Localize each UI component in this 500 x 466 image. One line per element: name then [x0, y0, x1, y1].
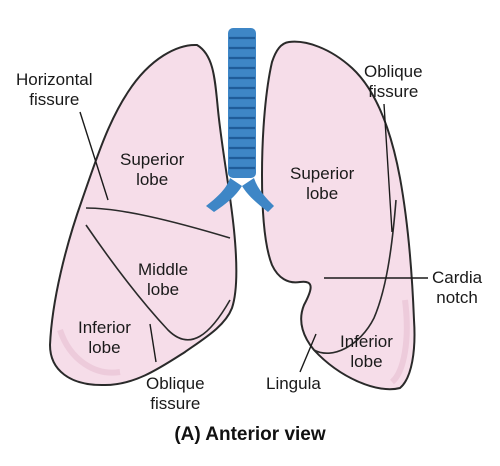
label-right-oblique-fissure-line1: Oblique	[146, 374, 205, 393]
label-cardiac-notch-line1: Cardia	[432, 268, 483, 287]
label-right-inferior-lobe-line1: Inferior	[78, 318, 131, 337]
label-left-oblique-fissure-line2: fissure	[368, 82, 419, 101]
label-right-inferior-lobe: Inferior lobe	[78, 318, 131, 358]
label-left-superior-lobe: Superior lobe	[290, 164, 354, 204]
label-left-oblique-fissure: Oblique fissure	[364, 62, 423, 102]
label-left-inferior-lobe: Inferior lobe	[340, 332, 393, 372]
label-right-inferior-lobe-line2: lobe	[88, 338, 121, 357]
leader-lingula	[299, 333, 317, 373]
left-lung	[260, 40, 416, 391]
right-oblique-fissure	[85, 224, 231, 341]
label-horizontal-fissure: Horizontal fissure	[16, 70, 93, 110]
label-right-superior-lobe-line1: Superior	[120, 150, 185, 169]
label-lingula-text: Lingula	[266, 374, 321, 393]
label-right-superior-lobe-line2: lobe	[136, 170, 169, 189]
label-left-oblique-fissure-line1: Oblique	[364, 62, 423, 81]
label-right-superior-lobe: Superior lobe	[120, 150, 184, 190]
label-horizontal-fissure-line2: fissure	[29, 90, 80, 109]
label-cardiac-notch-line2: notch	[436, 288, 478, 307]
label-left-superior-lobe-line1: Superior	[290, 164, 355, 183]
label-cardiac-notch: Cardia notch	[432, 268, 482, 308]
label-middle-lobe-line1: Middle	[138, 260, 189, 279]
label-lingula: Lingula	[266, 374, 321, 394]
label-right-oblique-fissure: Oblique fissure	[146, 374, 205, 414]
trachea	[206, 28, 274, 212]
figure-caption: (A) Anterior view	[174, 424, 326, 445]
label-middle-lobe: Middle lobe	[138, 260, 188, 300]
leader-right-oblique-fissure	[149, 323, 157, 363]
label-left-inferior-lobe-line2: lobe	[350, 352, 383, 371]
label-left-inferior-lobe-line1: Inferior	[340, 332, 393, 351]
label-left-superior-lobe-line2: lobe	[306, 184, 339, 203]
label-middle-lobe-line2: lobe	[146, 280, 180, 299]
left-oblique-fissure	[313, 199, 397, 354]
leader-left-oblique-fissure	[383, 103, 393, 233]
right-horizontal-fissure	[85, 207, 231, 239]
leader-horizontal-fissure	[79, 111, 109, 201]
label-horizontal-fissure-line1: Horizontal	[16, 70, 93, 89]
label-right-oblique-fissure-line2: fissure	[150, 394, 201, 413]
